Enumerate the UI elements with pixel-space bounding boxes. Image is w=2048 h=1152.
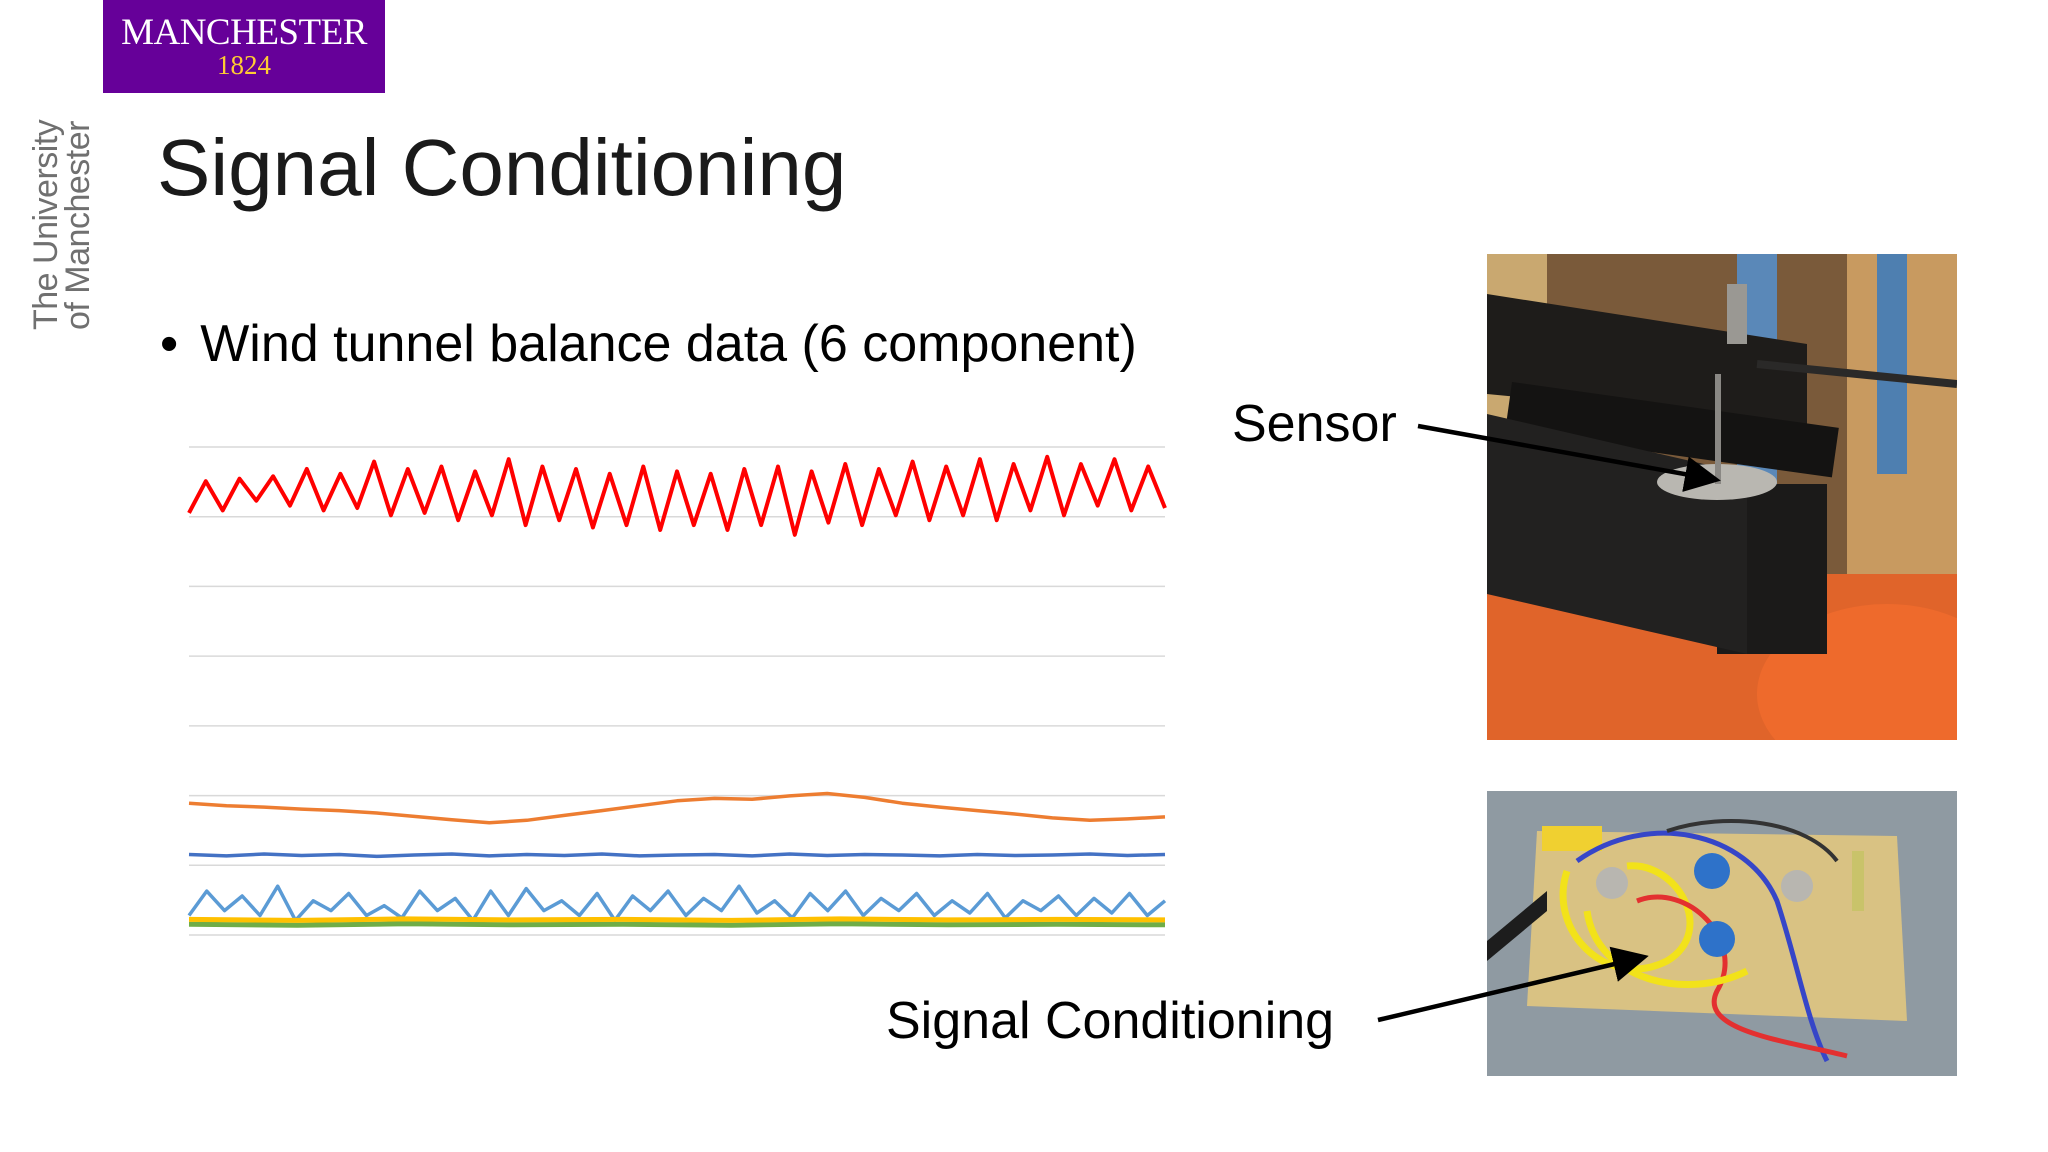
sensor-photo bbox=[1487, 254, 1957, 740]
series-line-1 bbox=[187, 454, 1167, 537]
signal-conditioning-arrow bbox=[1377, 946, 1649, 1023]
bullet-point: • Wind tunnel balance data (6 component) bbox=[160, 314, 1137, 374]
slide-title: Signal Conditioning bbox=[157, 123, 847, 212]
series-line-2 bbox=[188, 791, 1166, 825]
university-logo: MANCHESTER 1824 bbox=[103, 0, 385, 93]
bullet-text: Wind tunnel balance data (6 component) bbox=[200, 315, 1137, 373]
logo-wordmark: MANCHESTER bbox=[121, 11, 367, 53]
chart-series bbox=[187, 454, 1167, 928]
sensor-label: Sensor bbox=[1232, 395, 1397, 453]
series-line-5 bbox=[188, 921, 1166, 928]
balance-data-chart bbox=[187, 446, 1167, 936]
chart-gridlines bbox=[189, 446, 1165, 936]
logo-year: 1824 bbox=[217, 49, 271, 80]
series-line-4 bbox=[187, 884, 1167, 923]
series-line-6 bbox=[188, 916, 1166, 923]
sensor-arrow bbox=[1417, 423, 1721, 492]
bullet-mark: • bbox=[160, 315, 179, 373]
series-line-3 bbox=[188, 852, 1166, 859]
signal-conditioning-label: Signal Conditioning bbox=[886, 992, 1335, 1050]
